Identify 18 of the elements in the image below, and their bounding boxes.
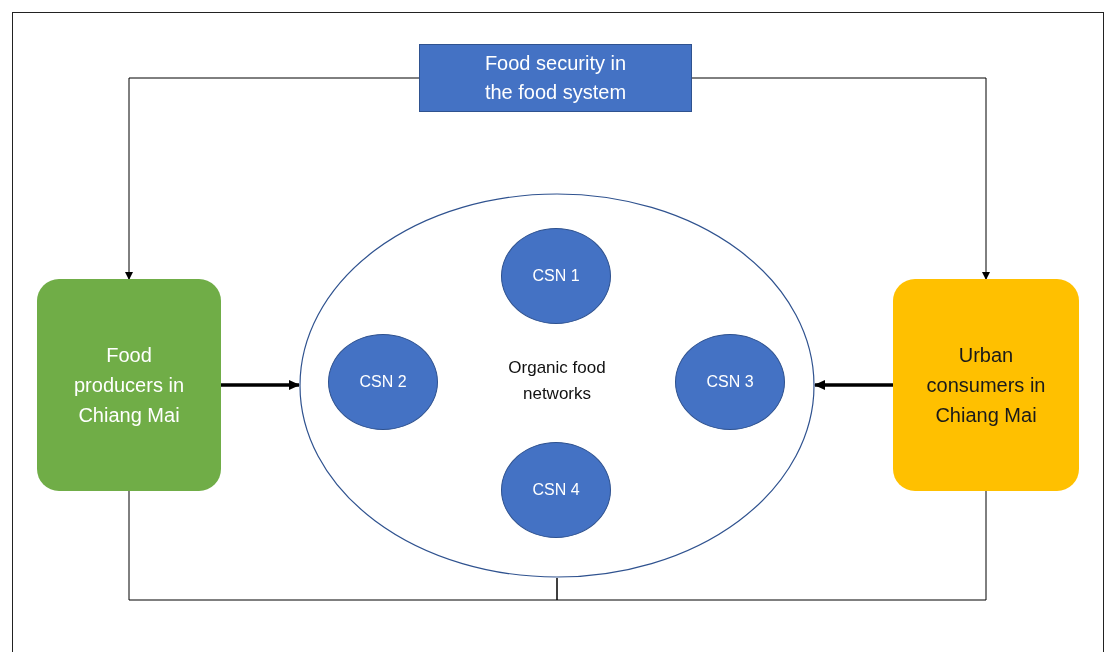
arrow	[125, 77, 420, 280]
arrow	[691, 77, 990, 280]
node-label: CSN 1	[532, 266, 580, 286]
arrow	[221, 380, 300, 390]
node-label: Urban consumers in Chiang Mai	[925, 343, 1047, 428]
process-box	[419, 44, 692, 112]
node-label: Food producers in Chiang Mai	[72, 343, 186, 428]
network-ellipse	[299, 193, 815, 578]
node-label: CSN 2	[359, 372, 407, 392]
arrow	[814, 380, 893, 390]
node-label: CSN 3	[706, 372, 754, 392]
rounded-box	[37, 279, 221, 491]
connector-line	[128, 490, 558, 601]
node-label: Food security in the food system	[483, 51, 628, 105]
node-label: CSN 4	[532, 480, 580, 500]
network-label: Organic food networks	[507, 357, 607, 405]
connector-line	[556, 490, 987, 601]
rounded-box	[893, 279, 1079, 491]
